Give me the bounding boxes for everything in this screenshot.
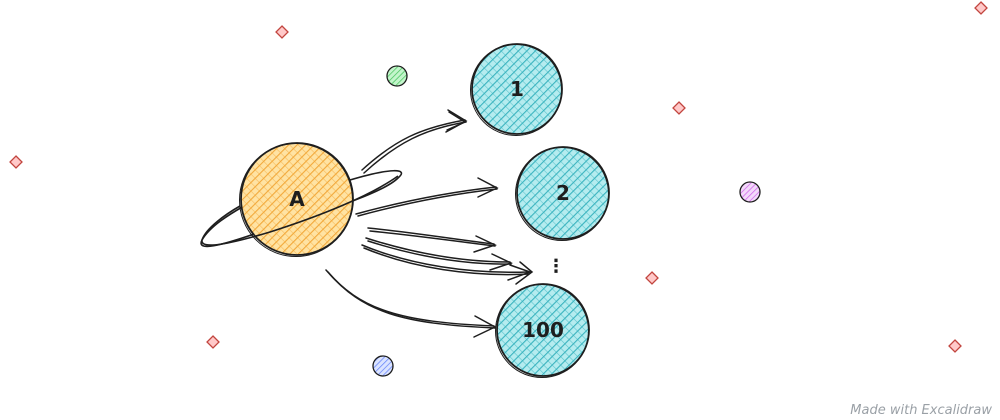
watermark: Made with Excalidraw: [850, 403, 992, 418]
node-1[interactable]: 1: [471, 44, 563, 136]
ellipsis: ⋮: [547, 256, 565, 277]
edge-a-dots: [362, 228, 532, 284]
star-icon: [673, 102, 685, 114]
star-icon: [10, 156, 22, 168]
node-1-label: 1: [510, 77, 524, 101]
star-icon: [276, 26, 288, 38]
planet-green: [387, 66, 407, 86]
planet-blue: [373, 356, 393, 376]
node-a[interactable]: A: [240, 143, 354, 257]
edge-a-1: [362, 110, 466, 173]
node-100-label: 100: [522, 318, 564, 342]
star-icon: [207, 336, 219, 348]
star-icon: [975, 2, 987, 14]
edges: [326, 110, 532, 337]
node-2-label: 2: [556, 181, 570, 205]
node-2[interactable]: 2: [516, 147, 610, 241]
star-icon: [646, 272, 658, 284]
node-100[interactable]: 100: [496, 284, 590, 378]
edge-a-2: [356, 178, 497, 216]
edge-a-100: [326, 270, 495, 337]
node-a-label: A: [289, 187, 305, 211]
star-icon: [949, 340, 961, 352]
planet-purple: [740, 182, 760, 202]
